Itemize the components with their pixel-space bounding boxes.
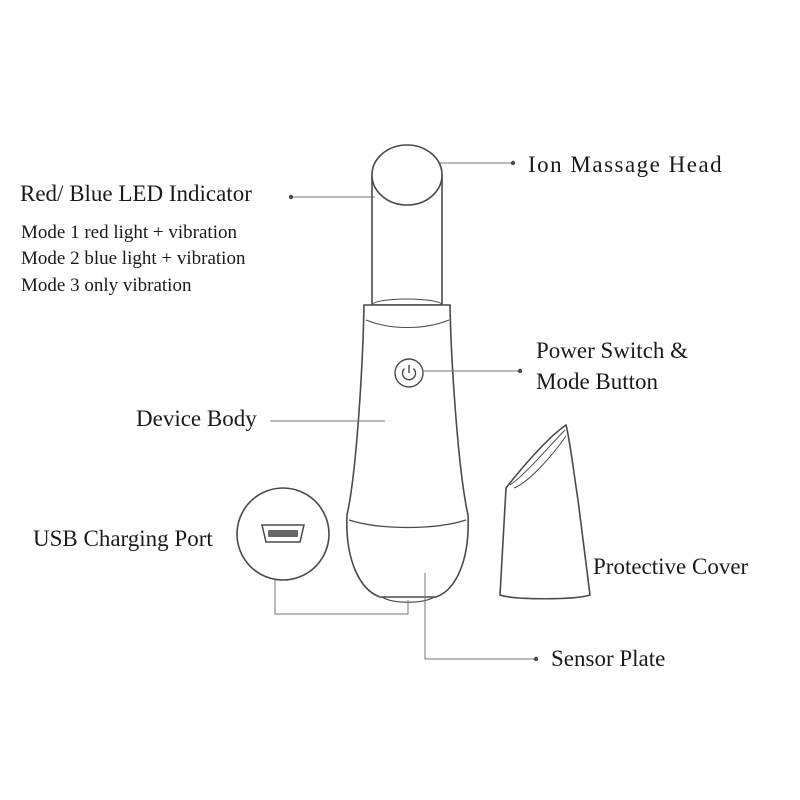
protective-cover-part	[499, 423, 591, 600]
label-ion-massage-head: Ion Massage Head	[528, 152, 724, 177]
label-sensor-plate: Sensor Plate	[551, 646, 666, 671]
label-led-indicator: Red/ Blue LED Indicator	[20, 181, 252, 206]
leader-dots	[288, 160, 539, 662]
leader-sensor-plate	[424, 573, 536, 660]
label-device-body: Device Body	[136, 406, 257, 431]
usb-port-bubble	[236, 487, 330, 581]
device-body-part	[346, 304, 469, 603]
label-power-switch: Power Switch &	[536, 338, 689, 363]
label-mode-button: Mode Button	[536, 369, 659, 394]
ion-massage-head-part	[371, 144, 443, 312]
label-mode-1: Mode 1 red light + vibration	[21, 222, 237, 243]
leader-usb-port	[274, 580, 409, 615]
power-icon	[394, 358, 424, 388]
label-mode-2: Mode 2 blue light + vibration	[21, 248, 246, 269]
micro-usb-port-icon	[261, 524, 305, 543]
label-mode-3: Mode 3 only vibration	[21, 275, 192, 296]
label-protective-cover: Protective Cover	[593, 554, 749, 579]
label-usb-port: USB Charging Port	[33, 526, 213, 551]
leader-lines	[270, 162, 536, 660]
